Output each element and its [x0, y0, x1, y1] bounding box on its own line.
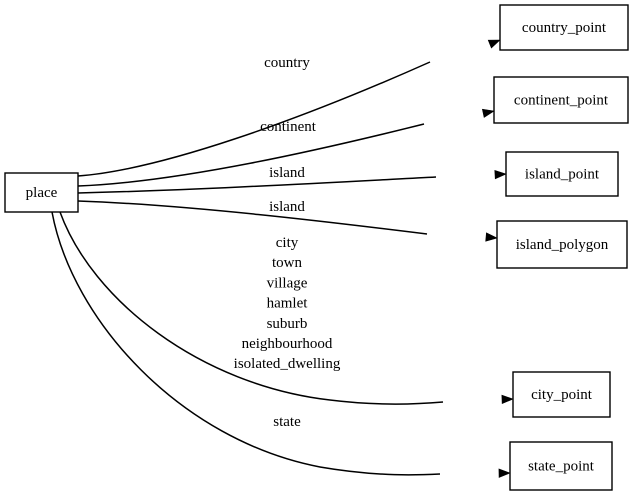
edge-label-text: state: [273, 414, 301, 430]
edge-labels-layer: country continent island island city town vill…: [234, 55, 341, 430]
edge-place-to-state_point[interactable]: [51, 211, 441, 476]
node-label-city_point: city_point: [531, 387, 593, 403]
edge-label-line: neighbourhood: [242, 336, 333, 352]
edge-label-place-to-island_point: island: [269, 165, 305, 181]
edge-label-line: island: [269, 165, 305, 181]
arrowhead-state_point: [498, 468, 511, 478]
edge-label-place-to-city_point: city town village hamlet suburb neighbourhood…: [234, 235, 341, 372]
edge-label-line: continent: [260, 119, 317, 135]
edge-place-to-country_point[interactable]: [77, 61, 431, 177]
edge-label-line: hamlet: [267, 296, 309, 312]
node-box-country_point: [499, 4, 629, 51]
arrowhead-continent_point: [481, 108, 495, 118]
arrowhead-country_point: [487, 39, 501, 49]
edge-label-line: town: [272, 255, 303, 271]
nodes-layer: place country_point continent_point island_…: [4, 4, 629, 491]
edge-label-text: island: [269, 165, 305, 181]
edge-label-line: isolated_dwelling: [234, 356, 341, 372]
node-label-continent_point: continent_point: [514, 92, 609, 108]
node-box-island_point: [505, 151, 619, 197]
node-label-island_point: island_point: [525, 166, 600, 182]
node-box-continent_point: [493, 76, 629, 124]
arrowhead-island_point: [494, 169, 507, 180]
edge-place-to-island_point[interactable]: [77, 176, 437, 194]
node-label-island_polygon: island_polygon: [516, 237, 609, 253]
arrowhead-city_point: [501, 394, 514, 405]
edge-label-place-to-state_point: state: [273, 414, 301, 430]
node-island_point[interactable]: island_point: [505, 151, 619, 197]
node-box-place: [4, 172, 79, 213]
edge-label-text: country: [264, 55, 310, 71]
node-country_point[interactable]: country_point: [499, 4, 629, 51]
edge-label-line: state: [273, 414, 301, 430]
node-label-state_point: state_point: [528, 458, 595, 474]
edges-layer: [51, 39, 514, 478]
node-box-island_polygon: [496, 220, 628, 269]
edge-place-to-continent_point[interactable]: [77, 123, 425, 187]
edge-place-to-island_polygon[interactable]: [77, 200, 428, 235]
edge-label-line: city: [276, 235, 299, 251]
edge-place-to-city_point[interactable]: [59, 211, 444, 405]
edge-label-text: city town village hamlet suburb neighbourhood…: [234, 235, 341, 372]
edge-label-line: village: [267, 275, 308, 291]
node-continent_point[interactable]: continent_point: [493, 76, 629, 124]
edge-label-line: country: [264, 55, 310, 71]
edge-label-place-to-island_polygon: island: [269, 199, 305, 215]
edge-label-text: continent: [260, 119, 317, 135]
node-label-country_point: country_point: [522, 20, 607, 36]
node-place[interactable]: place: [4, 172, 79, 213]
node-label-place: place: [26, 185, 58, 201]
node-box-state_point: [509, 441, 613, 491]
edge-label-text: island: [269, 199, 305, 215]
edge-label-place-to-country_point: country: [264, 55, 310, 71]
arrowhead-island_polygon: [485, 232, 498, 242]
edge-label-line: island: [269, 199, 305, 215]
node-island_polygon[interactable]: island_polygon: [496, 220, 628, 269]
node-state_point[interactable]: state_point: [509, 441, 613, 491]
edge-label-place-to-continent_point: continent: [260, 119, 317, 135]
edge-label-line: suburb: [267, 316, 308, 332]
node-city_point[interactable]: city_point: [512, 371, 611, 418]
node-box-city_point: [512, 371, 611, 418]
